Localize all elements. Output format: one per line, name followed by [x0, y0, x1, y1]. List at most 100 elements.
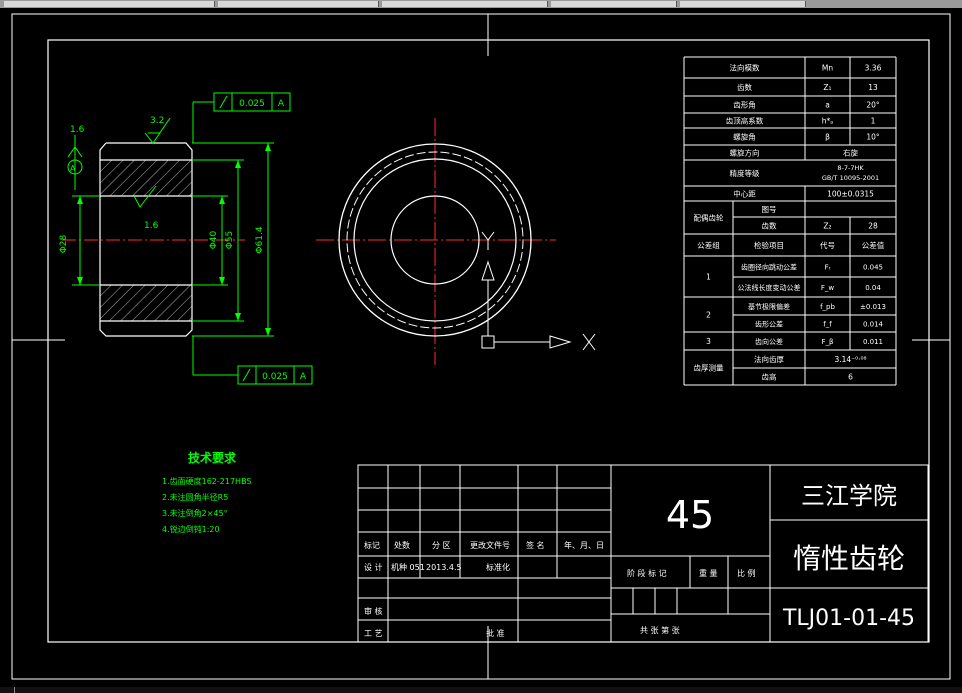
tolerance-value: ±0.013: [860, 303, 886, 311]
sheet-outer-border: [11, 13, 951, 680]
tolerance-symbol: f_pb: [820, 303, 835, 311]
param-label: 螺旋方向: [730, 148, 760, 158]
canvas-background: [0, 8, 962, 687]
section-dimension-arrows: [77, 143, 271, 336]
tolerance-item: 齿形公差: [755, 320, 783, 329]
toolbar-tab[interactable]: [218, 1, 379, 7]
front-view[interactable]: [316, 118, 556, 365]
roughness-label-3: 1.6: [70, 125, 85, 135]
tolerance-item: 齿圈径向跳动公差: [741, 263, 797, 272]
param-label: 齿数: [737, 82, 752, 92]
mating-gear-label: 配偶齿轮: [694, 213, 724, 223]
gdt-bottom-datum: A: [300, 372, 307, 382]
gdt-frame-bottom[interactable]: 0.025 A: [237, 365, 313, 385]
tech-item: 4.锐边倒钝1:20: [162, 524, 220, 534]
label-weight: 重 量: [699, 568, 718, 578]
label-stage: 阶 段 标 记: [627, 568, 667, 578]
param-value: 10°: [866, 133, 880, 142]
label-review: 审 核: [364, 606, 383, 616]
section-dimension-lines: [67, 101, 274, 376]
tolerance-symbol: f_f: [823, 321, 832, 329]
thickness-item: 法向齿厚: [754, 354, 784, 364]
label-approve: 批 准: [486, 628, 505, 638]
tolerance-symbol: Fᵣ: [825, 264, 831, 272]
tech-item: 1.齿面硬度162-217HBS: [162, 476, 252, 486]
tolerance-item: 基节极限偏差: [748, 302, 790, 311]
tolerance-header: 公差值: [862, 240, 885, 250]
section-view[interactable]: Φ28 Φ40 Φ55 Φ61.4 3.2 1.6 1.6 A 0.025 A …: [59, 92, 313, 385]
tolerance-header: 检验项目: [754, 240, 784, 250]
param-value: 右旋: [843, 148, 858, 158]
title-block-text: 标记 处数 分 区 更改文件号 签 名 年、月、日 设 计 机种 051 201…: [364, 482, 915, 638]
thickness-label: 齿厚测量: [694, 364, 724, 373]
school-name: 三江学院: [801, 482, 897, 510]
design-date: 2013.4.5: [426, 563, 462, 572]
tolerance-value: 0.04: [865, 284, 881, 292]
label-docno: 更改文件号: [470, 540, 510, 550]
param-label: 螺旋角: [733, 132, 756, 142]
datum-marker-text: A: [70, 164, 76, 173]
param-value: 13: [868, 83, 878, 92]
mating-drawing-no: 图号: [762, 205, 777, 214]
gdt-top-value: 0.025: [239, 99, 265, 109]
dim-inner: Φ40: [209, 230, 219, 249]
tolerance-group-number: 2: [706, 311, 711, 320]
title-block[interactable]: [357, 464, 929, 643]
param-symbol: Z₁: [823, 83, 831, 92]
label-sign: 签 名: [526, 540, 545, 550]
param-value: 20°: [866, 101, 880, 110]
mating-teeth-label: 齿数: [762, 221, 777, 231]
param-symbol: Mn: [822, 64, 833, 73]
label-mark: 标记: [364, 540, 380, 550]
param-label: 齿顶高系数: [726, 116, 764, 126]
dim-bore: Φ28: [59, 234, 69, 253]
tolerance-value: 0.011: [863, 338, 883, 346]
gear-section-outline: [99, 142, 193, 337]
toolbar-tab[interactable]: [4, 1, 215, 7]
tooth-height-label: 齿高: [762, 372, 777, 382]
drawing-number: TLJ01-01-45: [782, 606, 915, 631]
gdt-bottom-value: 0.025: [262, 372, 288, 382]
thickness-value: 3.14⁻⁰·⁰⁸: [834, 355, 866, 364]
material: 45: [666, 493, 714, 537]
gear-bore-circle: [390, 195, 480, 285]
param-symbol: β: [825, 133, 830, 142]
mating-teeth-value: 28: [868, 222, 878, 231]
label-design: 设 计: [364, 562, 383, 572]
tolerance-group-number: 1: [706, 273, 711, 282]
tooth-height-value: 6: [848, 373, 853, 382]
tech-item: 3.未注倒角2×45°: [162, 508, 228, 518]
center-distance-value: 100±0.0315: [827, 190, 874, 199]
toolbar-tab[interactable]: [680, 1, 806, 7]
label-date: 年、月、日: [564, 540, 604, 550]
section-hatch-bottom: [100, 285, 192, 321]
precision-value: 8-7-7HK: [837, 164, 864, 172]
command-line-bar[interactable]: [0, 687, 962, 693]
gdt-frame-top[interactable]: 0.025 A: [213, 92, 291, 112]
precision-label: 精度等级: [730, 168, 760, 178]
param-value: 3.36: [865, 64, 882, 73]
app-top-toolbar: [0, 0, 962, 8]
center-distance-label: 中心距: [733, 189, 756, 199]
tolerance-symbol: F_w: [821, 284, 835, 292]
toolbar-tab[interactable]: [551, 1, 677, 7]
tolerance-item: 齿向公差: [755, 337, 783, 346]
runout-icon: [242, 368, 251, 382]
dim-mid: Φ55: [225, 231, 235, 250]
roughness-label-1: 3.2: [150, 116, 164, 126]
label-process: 工 艺: [364, 629, 383, 638]
param-value: 1: [871, 117, 876, 126]
tolerance-item: 公法线长度变动公差: [738, 283, 801, 292]
gdt-top-datum: A: [278, 99, 285, 109]
label-std: 标准化: [486, 562, 510, 572]
designer: 机种 051: [391, 562, 425, 572]
tech-item: 2.未注圆角半径R5: [162, 492, 228, 502]
label-count: 处数: [394, 540, 410, 550]
tolerance-symbol: F_β: [822, 338, 834, 346]
tolerance-group-number: 3: [706, 337, 711, 346]
technical-requirements: 技术要求 1.齿面硬度162-217HBS 2.未注圆角半径R5 3.未注倒角2…: [162, 450, 252, 534]
toolbar-tab[interactable]: [382, 1, 548, 7]
tolerance-value: 0.045: [863, 264, 883, 272]
